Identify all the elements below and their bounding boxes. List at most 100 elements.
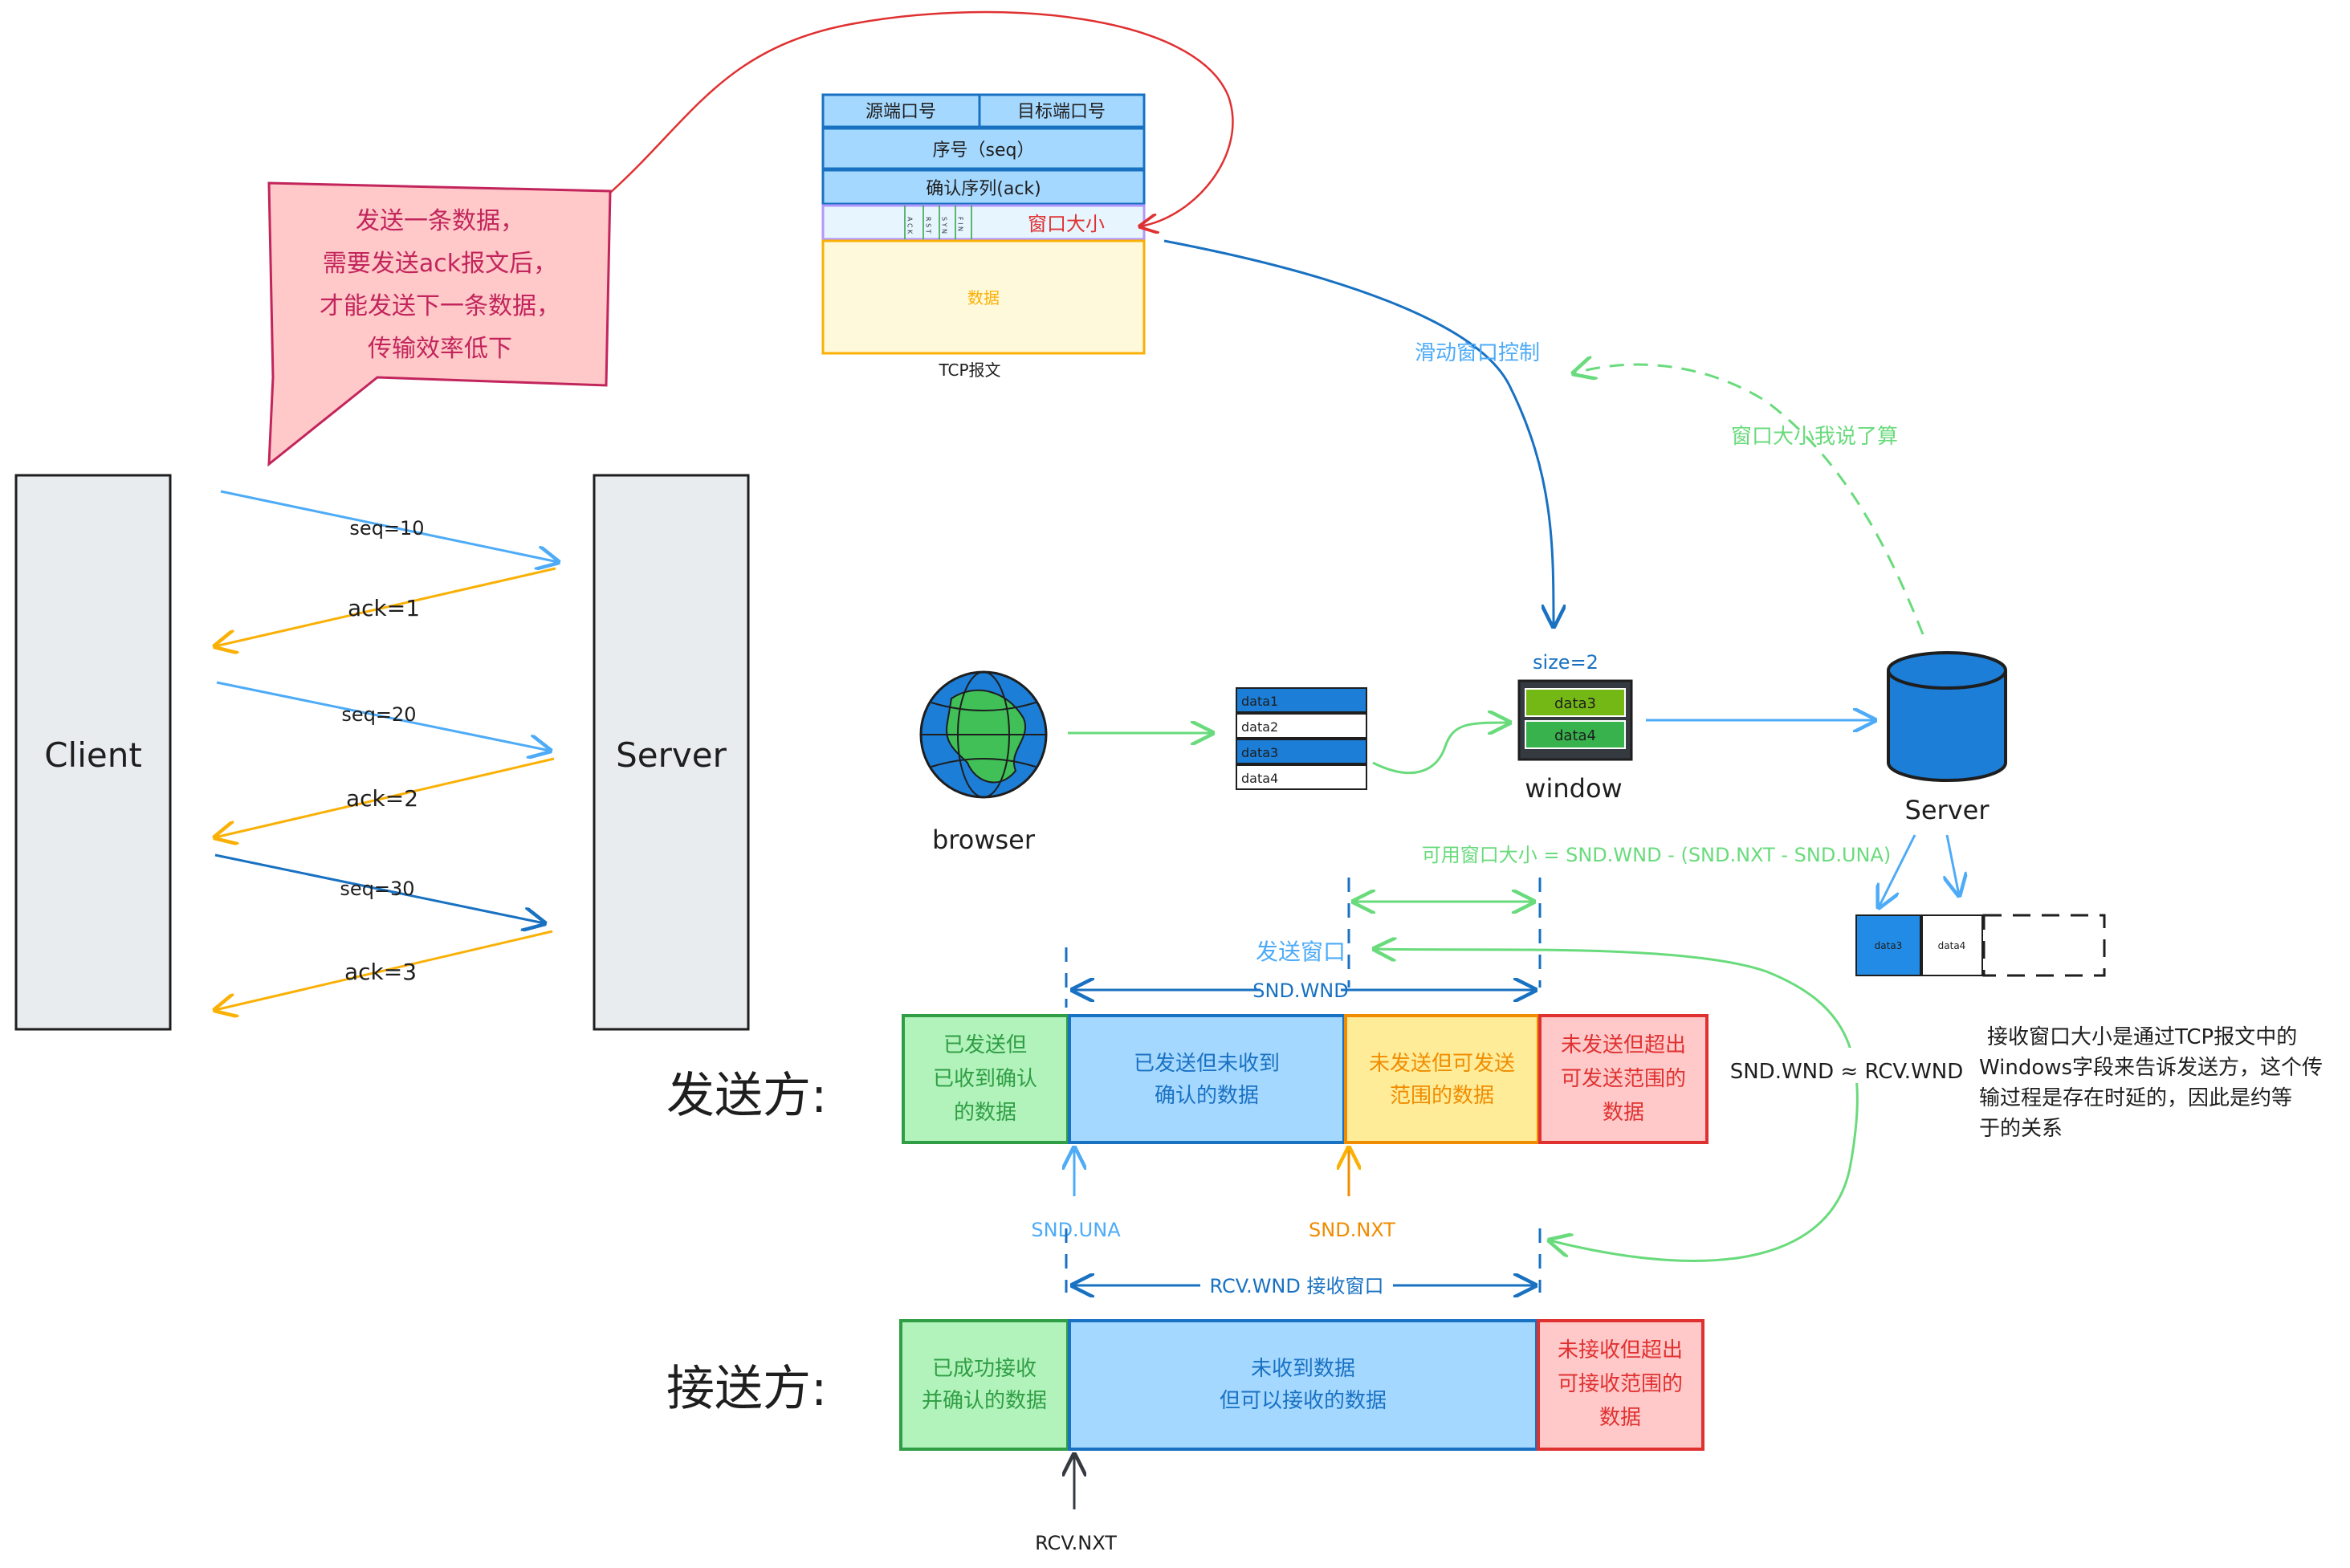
snd-wnd-label: SND.WND (1252, 979, 1348, 1002)
seq-field (821, 127, 1146, 170)
seq-arrow-3 (214, 853, 544, 923)
data-item-3-label: data3 (1241, 745, 1278, 760)
data-item-4-label: data4 (1241, 771, 1278, 786)
sender-seg-unacked (1068, 1014, 1346, 1144)
data-item-1-label: data1 (1241, 694, 1278, 709)
snd-rcv-relation-arrow (1375, 949, 1859, 1262)
receiver-seg-received-l2: 并确认的数据 (922, 1389, 1047, 1413)
sender-seg-sendable (1344, 1014, 1540, 1144)
server-database-icon (1887, 651, 2007, 782)
relation-equation: SND.WND ≈ RCV.WND (1730, 1060, 1964, 1084)
available-window-formula: 可用窗口大小 = SND.WND - (SND.NXT - SND.UNA) (1422, 844, 1892, 866)
window-item-2 (1525, 720, 1626, 749)
rcv-wnd-label: RCV.WND 接收窗口 (1210, 1275, 1384, 1297)
window-size-label: 窗口大小 (1028, 213, 1105, 235)
server-split-arrow-1 (1879, 834, 1916, 907)
data-item-2 (1236, 713, 1367, 739)
sender-seg-not-sendable-l3: 数据 (1603, 1101, 1644, 1125)
relation-equation-bg (1742, 1048, 1955, 1083)
data-item-3 (1236, 739, 1367, 764)
flag-columns: A C K R S T S Y N F I N (904, 206, 972, 239)
sender-seg-unacked-l1: 已发送但未收到 (1134, 1052, 1280, 1076)
data-to-window-arrow (1372, 723, 1509, 775)
receiver-seg-receivable-l2: 但可以接收的数据 (1220, 1389, 1387, 1413)
src-port-label: 源端口号 (865, 102, 936, 122)
handshake-section: Client Server seq=10 ack=1 seq=20 ack=2 … (14, 474, 750, 1031)
ack-label-2: ack=2 (346, 785, 418, 812)
flag-fin: F I N (957, 217, 964, 231)
ack-arrow-2 (215, 757, 555, 837)
data-item-4 (1236, 764, 1367, 790)
sender-segments: 已发送但 已收到确认 的数据 已发送但未收到 确认的数据 未发送但可发送 范围的… (902, 1014, 1709, 1144)
receiver-seg-receivable (1068, 1319, 1538, 1451)
callout-line-4: 传输效率低下 (368, 335, 512, 363)
client-label: Client (44, 735, 142, 775)
receiver-seg-not-receivable (1537, 1319, 1704, 1451)
browser-globe-icon (919, 670, 1048, 799)
flag-ack: A C K (906, 217, 914, 234)
sender-seg-acked-l1: 已发送但 (943, 1033, 1027, 1057)
receiver-seg-received-l1: 已成功接收 (932, 1357, 1037, 1381)
dst-port-field (978, 93, 1146, 128)
data-item-1 (1236, 687, 1367, 713)
server-item-2-label: data4 (1938, 940, 1966, 951)
snd-nxt-label: SND.NXT (1309, 1219, 1395, 1241)
callout-bubble (267, 181, 612, 467)
receiver-segments: 已成功接收 并确认的数据 未收到数据 但可以接收的数据 未接收但超出 可接收范围… (899, 1319, 1704, 1451)
callout-line-3: 才能发送下一条数据， (320, 292, 560, 320)
sender-label: 发送方: (666, 1068, 827, 1124)
window-size-text: size=2 (1533, 651, 1599, 674)
server-label: Server (616, 735, 727, 775)
sender-seg-acked-l2: 已收到确认 (933, 1067, 1037, 1091)
relation-note-l3: 输过程是存在时延的，因此是约等 (1979, 1086, 2292, 1110)
sender-seg-unacked-l2: 确认的数据 (1155, 1084, 1259, 1108)
seq-label-1: seq=10 (349, 517, 424, 540)
ack-arrow-1 (215, 567, 556, 646)
seq-label-2: seq=20 (341, 703, 416, 726)
snd-wnd-label-bg (1261, 979, 1341, 1000)
sender-seg-sendable-l1: 未发送但可发送 (1369, 1052, 1515, 1076)
flags-window-field (821, 204, 1146, 241)
server-item-2 (1921, 914, 1983, 976)
seq-arrow-2 (216, 681, 550, 751)
data-field (821, 239, 1146, 355)
sliding-control-label: 滑动窗口控制 (1415, 341, 1540, 365)
sender-seg-not-sendable-l2: 可发送范围的 (1561, 1067, 1686, 1091)
send-window-title: 发送窗口 (1256, 939, 1346, 965)
sender-seg-sendable-l2: 范围的数据 (1390, 1084, 1494, 1108)
callout-line-1: 发送一条数据， (356, 207, 524, 235)
server-decides-label: 窗口大小我说了算 (1731, 425, 1898, 449)
inefficiency-callout: 发送一条数据， 需要发送ack报文后， 才能发送下一条数据， 传输效率低下 (267, 181, 612, 467)
data-item-2-label: data2 (1241, 719, 1278, 735)
sender-seg-acked (902, 1014, 1069, 1144)
seq-label: 序号（seq） (933, 141, 1035, 161)
receiver-seg-receivable-l1: 未收到数据 (1251, 1357, 1355, 1381)
rcv-wnd-label-bg (1200, 1275, 1393, 1296)
callout-to-window-arrow (609, 10, 1234, 226)
snd-una-label: SND.UNA (1031, 1219, 1121, 1241)
sender-seg-acked-l3: 的数据 (954, 1101, 1016, 1125)
flag-rst: R S T (925, 217, 932, 234)
receiver-seg-not-receivable-l2: 可接收范围的 (1558, 1372, 1683, 1396)
seq-arrow-1 (220, 490, 558, 562)
window-item-2-label: data4 (1554, 727, 1596, 744)
relation-note-l1: 接收窗口大小是通过TCP报文中的 (1987, 1025, 2297, 1049)
data-label: 数据 (967, 288, 1000, 307)
client-box (14, 474, 172, 1031)
relation-note: 接收窗口大小是通过TCP报文中的 Windows字段来告诉发送方，这个传 输过程… (1979, 1025, 2323, 1141)
server-split-arrow-2 (1947, 834, 1959, 895)
server-item-1-label: data3 (1875, 940, 1903, 951)
tcp-caption: TCP报文 (938, 360, 1000, 380)
src-port-field (821, 93, 981, 128)
rcv-nxt-label: RCV.NXT (1035, 1532, 1117, 1554)
browser-label: browser (932, 825, 1036, 855)
server-received: data3 data4 (1855, 914, 2106, 977)
window-box: data3 data4 (1517, 679, 1633, 761)
ack-arrow-3 (215, 930, 553, 1010)
server-item-1 (1855, 914, 1921, 976)
window-item-1 (1525, 688, 1626, 717)
callout-line-2: 需要发送ack报文后， (323, 250, 557, 278)
window-item-1-label: data3 (1554, 695, 1596, 712)
ack-label-1: ack=1 (348, 595, 420, 621)
sliding-control-arrow (1163, 239, 1554, 626)
